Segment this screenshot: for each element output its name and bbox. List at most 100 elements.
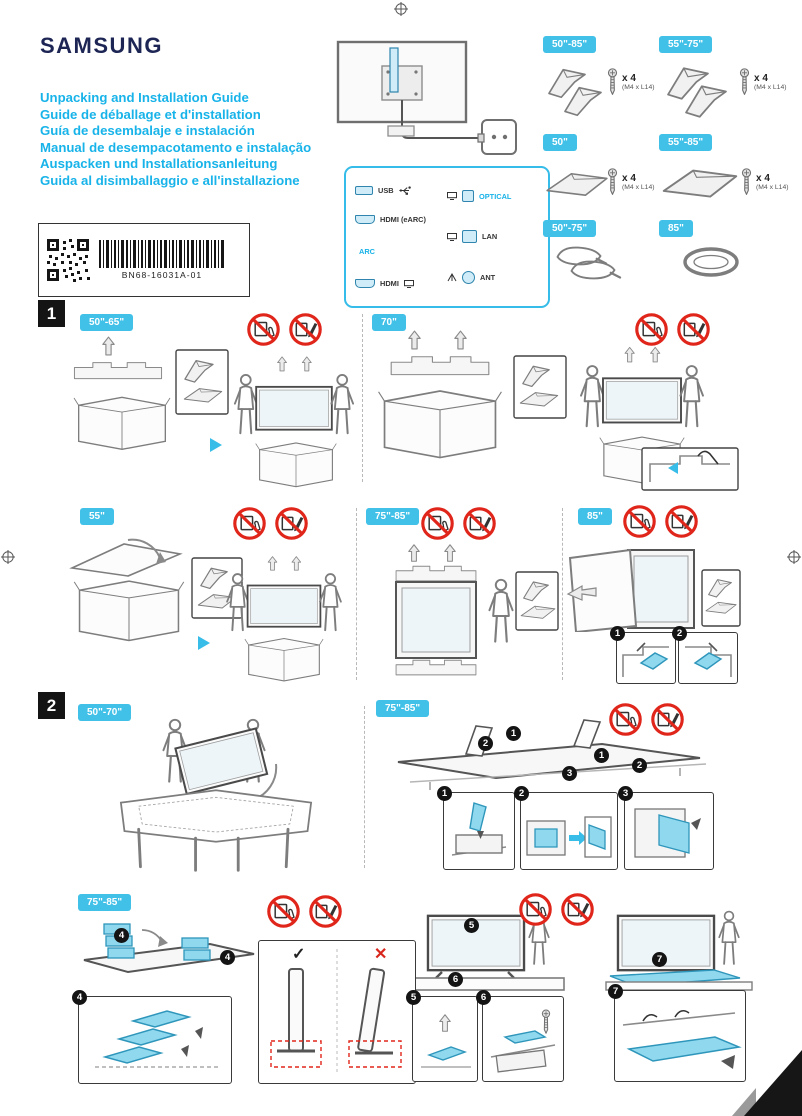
panel-divider <box>364 706 365 868</box>
table-with-blanket <box>119 788 313 872</box>
title-pt: Manual de desempacotamento e instalação <box>40 139 312 155</box>
panel-divider <box>562 508 563 680</box>
slide-bracket-detail <box>526 816 612 858</box>
tv-side-correct <box>288 968 304 1052</box>
no-press-screen-icon <box>246 312 281 347</box>
tv-side-wrong <box>357 967 386 1053</box>
no-press-screen-icon <box>622 504 657 539</box>
cabinet-edge-inset <box>482 996 564 1082</box>
registration-mark-right <box>787 550 801 564</box>
size-badge: 55"-75" <box>659 36 713 53</box>
warning-icons <box>608 702 685 737</box>
size-badge: 50"-70" <box>78 704 132 721</box>
lift-arrow-icon <box>408 330 421 350</box>
unpack-illustration <box>395 544 559 676</box>
no-press-screen-icon <box>518 892 553 927</box>
protective-sheet <box>626 1036 742 1062</box>
part-number: BN68-16031A-01 <box>121 270 203 280</box>
stand-attach-illustration <box>397 719 707 790</box>
accessory-cable-tie-50-75: 50"-75" <box>543 220 655 284</box>
foam-tray <box>390 356 490 376</box>
no-press-screen-icon <box>420 506 455 541</box>
stand-neck-parts <box>667 67 727 118</box>
step-marker: 4 <box>220 950 235 965</box>
screw-qty: x 4 <box>756 173 770 184</box>
foam-removal-inset-1 <box>616 632 676 684</box>
insert-neck-detail <box>451 802 507 856</box>
step-marker: 1 <box>437 786 452 801</box>
attach-stand-panel-75-85: 75"-85" 2 1 3 1 2 1 <box>370 700 742 876</box>
registration-mark-left <box>1 550 15 564</box>
warning-icons <box>232 506 309 541</box>
size-badge: 50" <box>543 134 577 151</box>
carton-sleeve <box>568 548 638 632</box>
step-marker: 6 <box>448 972 463 987</box>
screw-qty: x 4 <box>622 73 636 84</box>
step-marker: 4 <box>72 990 87 1005</box>
lan-label: LAN <box>482 232 498 241</box>
place-on-table-panel: 50"-70" <box>70 700 362 876</box>
step-marker: 7 <box>652 952 667 967</box>
lan-row: LAN <box>447 230 539 243</box>
wrong-mark: ✕ <box>374 946 388 963</box>
correct-wrong-inset <box>258 940 416 1084</box>
warning-icons <box>634 312 711 347</box>
unpack-panel-85-slide: 85" 1 2 <box>566 500 742 686</box>
no-sharp-object-icon <box>462 506 497 541</box>
tv-slide-sheet-illustration <box>605 910 753 991</box>
title-it: Guida al disimballaggio e all'installazi… <box>40 172 300 188</box>
section-1-number: 1 <box>38 300 65 327</box>
pull-arrow-icon <box>668 462 678 474</box>
stand-neck-parts <box>548 68 602 117</box>
step-marker: 5 <box>406 990 421 1005</box>
step-marker: 3 <box>562 766 577 781</box>
size-badge: 75"-85" <box>366 508 420 525</box>
stand-stack-right <box>181 937 211 961</box>
carton-box <box>73 580 185 642</box>
parts-inset <box>515 571 559 631</box>
sheet-removal-inset <box>614 990 746 1082</box>
no-sharp-object-icon <box>676 312 711 347</box>
foam-pull-detail <box>622 642 669 677</box>
no-press-screen-icon <box>232 506 267 541</box>
optical-port-icon <box>462 190 474 202</box>
stand-assembly-panel-75-85: 75"-85" 4 4 <box>70 888 416 1092</box>
correct-wrong-detail <box>270 949 402 1075</box>
cabinet-edge-detail <box>490 1009 556 1073</box>
no-press-screen-icon <box>266 894 301 929</box>
hand-icon <box>697 450 719 465</box>
size-badge: 55" <box>80 508 114 525</box>
display-icon <box>403 279 414 288</box>
size-badge: 50"-65" <box>80 314 134 331</box>
rotate-arrow <box>141 929 163 943</box>
stand-base-part <box>662 169 738 198</box>
parts-inset <box>701 569 741 627</box>
stand-step-inset-3 <box>624 792 714 870</box>
stand-stack-detail <box>95 1010 219 1068</box>
step-marker: 1 <box>610 626 625 641</box>
final-install-panel: 5 6 7 5 6 <box>406 888 792 1092</box>
hdmi-earc-row: HDMI (eARC) <box>355 215 447 224</box>
size-badge: 70" <box>372 314 406 331</box>
foam-removal-inset-2 <box>678 632 738 684</box>
warning-icons <box>518 892 595 927</box>
hand-icon <box>642 1009 690 1022</box>
display-icon <box>447 192 457 200</box>
parts-inset <box>175 349 229 415</box>
section-2-number: 2 <box>38 692 65 719</box>
flip-arrow <box>127 538 161 559</box>
screw-group: x 4 (M4 x L14) <box>741 168 788 196</box>
tv-tilted <box>174 727 269 795</box>
accessory-stand-neck-50-85: 50"-85" x 4 (M4 x L14) <box>543 36 655 132</box>
correct-mark: ✓ <box>292 946 306 963</box>
stand-stack-inset <box>78 996 232 1084</box>
two-people-lifting-tv <box>227 557 341 631</box>
ports-right-column: OPTICAL LAN ANT <box>447 176 539 298</box>
usb-label: USB <box>378 186 394 195</box>
lift-arrow-icon <box>444 544 456 562</box>
two-people-lifting-tv <box>235 357 353 433</box>
no-sharp-object-icon <box>274 506 309 541</box>
carton-box <box>377 390 503 459</box>
unpack-illustration <box>566 548 741 632</box>
accessory-cable-holder-85: 85" <box>659 220 795 284</box>
